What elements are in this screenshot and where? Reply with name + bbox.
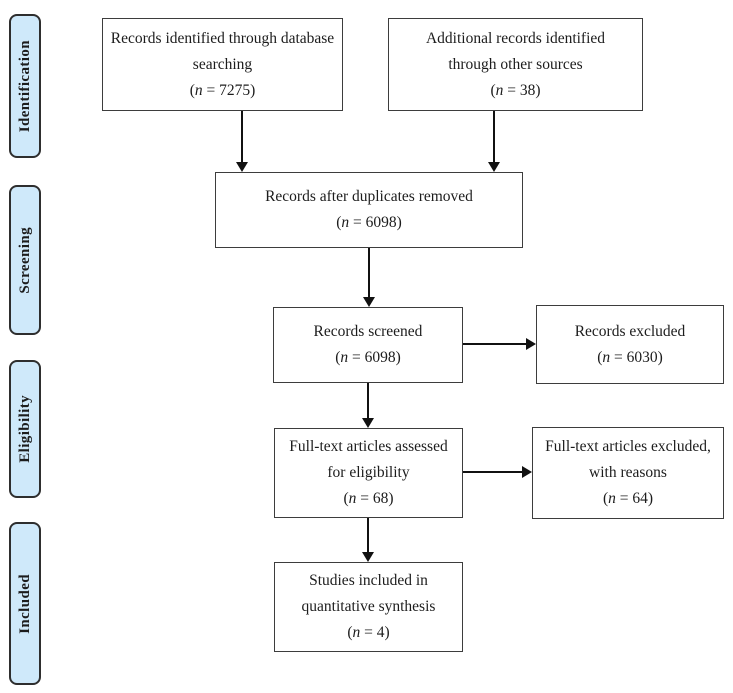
box-count-line: (n = 4)	[347, 624, 390, 641]
box-additional-records-other-sources: Additional records identified through oth…	[388, 18, 643, 111]
arrow-line	[368, 248, 370, 298]
arrow-line	[463, 471, 523, 473]
arrow-head-down-icon	[363, 297, 375, 307]
arrow-head-down-icon	[236, 162, 248, 172]
arrow-line	[493, 111, 495, 163]
stage-screening-label: Screening	[16, 226, 33, 294]
arrow-line	[241, 111, 243, 163]
box-count-line: (n = 7275)	[189, 81, 256, 99]
arrow-head-right-icon	[522, 466, 532, 478]
stage-included-label: Included	[16, 573, 33, 634]
box-text-line: for eligibility	[327, 464, 410, 481]
stage-eligibility-label: Eligibility	[16, 395, 33, 463]
box-studies-included-quantitative: Studies included in quantitative synthesi…	[274, 562, 463, 652]
stage-eligibility: Eligibility	[9, 360, 41, 498]
box-count-line: (n = 6098)	[336, 214, 402, 231]
box-text-line: through other sources	[448, 55, 583, 73]
box-text-line: searching	[192, 55, 253, 73]
stage-included: Included	[9, 522, 41, 685]
box-fulltext-articles-assessed: Full-text articles assessed for eligibili…	[274, 428, 463, 518]
box-count-line: (n = 64)	[602, 490, 654, 507]
arrow-line	[463, 343, 527, 345]
stage-identification-label: Identification	[16, 39, 33, 133]
box-records-identified-database: Records identified through database searc…	[102, 18, 343, 111]
box-text-line: Records after duplicates removed	[265, 188, 473, 205]
box-records-after-duplicates-removed: Records after duplicates removed (n = 609…	[215, 172, 523, 248]
box-text-line: quantitative synthesis	[301, 598, 436, 615]
box-text-line: Records excluded	[574, 322, 686, 340]
box-text-line: with reasons	[589, 464, 667, 481]
box-count-line: (n = 6098)	[335, 349, 401, 366]
box-text-line: Full-text articles excluded,	[545, 438, 711, 455]
box-records-excluded: Records excluded (n = 6030)	[536, 305, 724, 384]
arrow-head-down-icon	[362, 552, 374, 562]
box-text-line: Additional records identified	[425, 29, 606, 47]
box-count-line: (n = 6030)	[597, 348, 663, 366]
stage-screening: Screening	[9, 185, 41, 335]
box-text-line: Records screened	[313, 323, 423, 340]
arrow-head-down-icon	[488, 162, 500, 172]
box-count-line: (n = 38)	[490, 81, 541, 99]
arrow-head-down-icon	[362, 418, 374, 428]
box-text-line: Full-text articles assessed	[289, 438, 448, 455]
stage-identification: Identification	[9, 14, 41, 158]
box-records-screened: Records screened (n = 6098)	[273, 307, 463, 383]
box-text-line: Records identified through database	[110, 29, 335, 47]
box-text-line: Studies included in	[309, 572, 428, 589]
arrow-line	[367, 383, 369, 419]
box-fulltext-articles-excluded: Full-text articles excluded, with reasons…	[532, 427, 724, 519]
arrow-head-right-icon	[526, 338, 536, 350]
arrow-line	[367, 518, 369, 553]
box-count-line: (n = 68)	[343, 490, 394, 507]
